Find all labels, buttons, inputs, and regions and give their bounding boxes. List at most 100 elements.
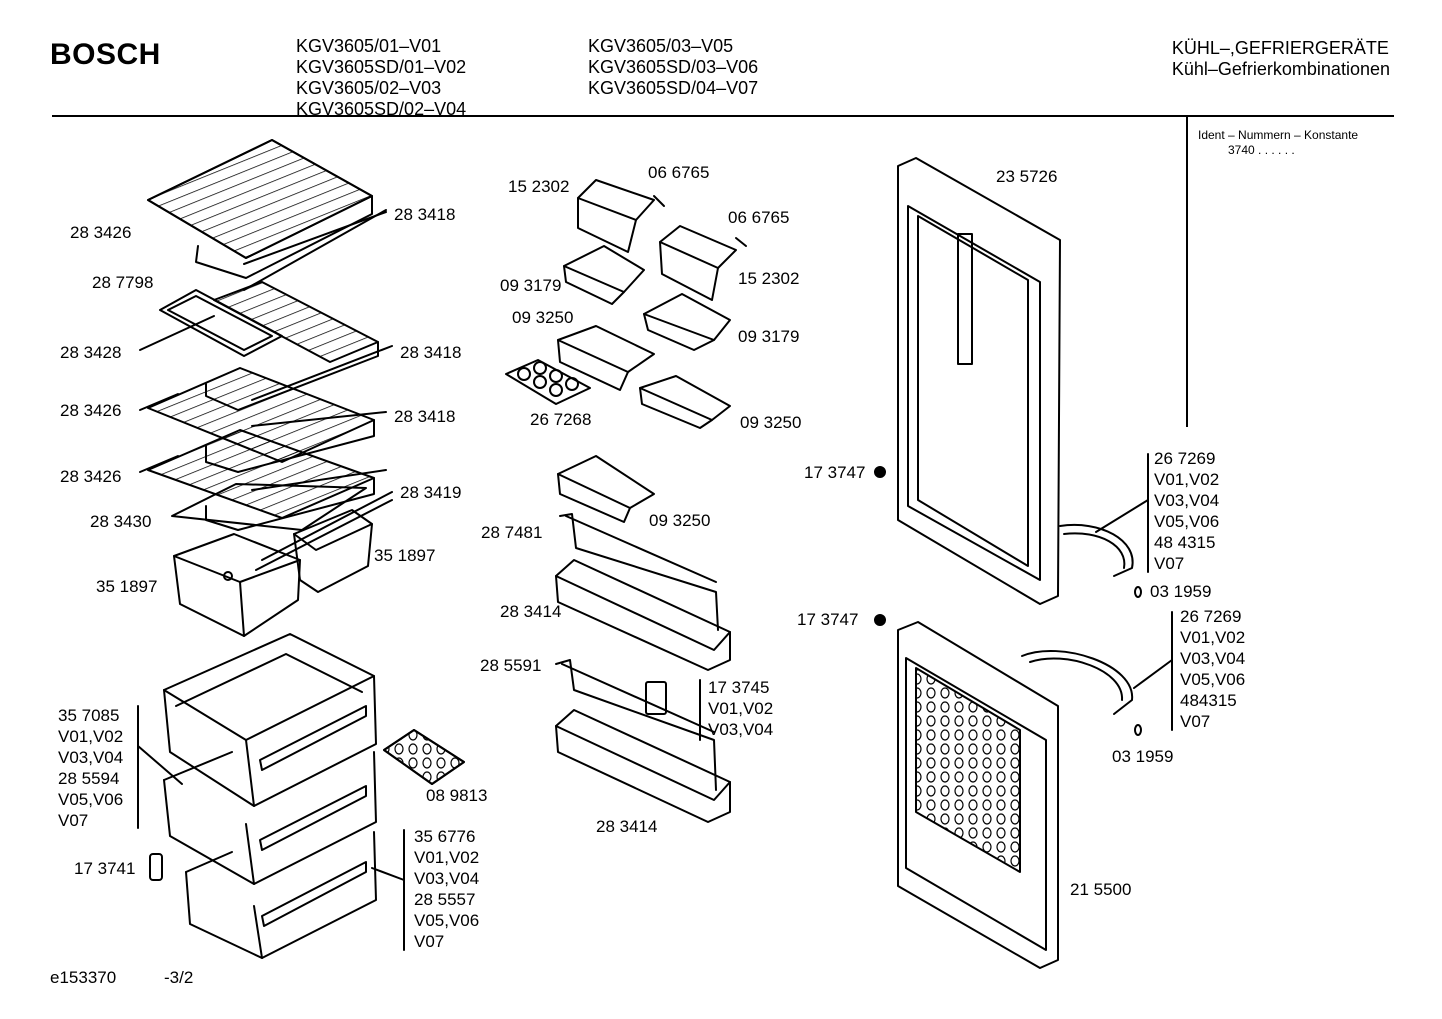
label-06-6765-b: 06 6765 [728,208,790,227]
group-line: V07 [58,811,89,830]
ident-block: Ident – Nummern – Konstante 3740 . . . .… [1198,128,1358,158]
group-line: V01,V02 [414,848,480,867]
group-line: V01,V02 [1154,470,1220,489]
label-03-1959-b: 03 1959 [1112,747,1174,766]
label-28-3418-c: 28 3418 [394,407,456,426]
group-line: V07 [1154,554,1185,573]
rail-28-7481 [559,513,719,631]
group-line: V03,V04 [414,869,480,888]
label-28-7798: 28 7798 [92,273,154,292]
label-17-3747-a: 17 3747 [804,463,866,482]
group-line: V01,V02 [58,727,124,746]
egg-tray-26-7268 [505,359,591,405]
label-28-3426-mid: 28 3426 [60,401,122,420]
model-entry: KGV3605/03–V05 [588,36,734,56]
label-28-3426-low: 28 3426 [60,467,122,486]
label-08-9813: 08 9813 [426,786,488,805]
handle-a-leader [1095,453,1149,573]
label-09-3250-b: 09 3250 [740,413,802,432]
ident-title: Ident – Nummern – Konstante [1198,128,1359,142]
glass-plate-28-3430 [171,483,367,531]
group-clip: 17 3745 V01,V02 V03,V04 [708,677,773,740]
handle-b [1021,649,1134,715]
model-entry: KGV3605SD/02–V04 [296,99,467,119]
label-09-3250-c: 09 3250 [649,511,711,530]
label-28-3430: 28 3430 [90,512,152,531]
screw-17-3747-b [874,614,886,626]
label-17-3741: 17 3741 [74,859,136,878]
category-subtitle: Kühl–Gefrierkombinationen [1171,59,1390,79]
group-line: V05,V06 [414,911,480,930]
handle-a [1059,523,1134,577]
label-28-3418-a: 28 3418 [394,205,456,224]
screw-17-3747-a [874,466,886,478]
label-35-1897-left: 35 1897 [96,577,158,596]
crisper-leader-lines [137,705,405,951]
label-09-3179-a: 09 3179 [500,276,562,295]
ring-03-1959-a [1134,586,1142,598]
group-line: 26 7269 [1154,449,1216,468]
group-line: V05,V06 [1180,670,1246,689]
door-bin-15-2302-a [577,179,655,253]
label-28-3418-b: 28 3418 [400,343,462,362]
label-09-3179-b: 09 3179 [738,327,800,346]
clip-17-3741 [149,853,163,881]
freezer-door [897,621,1059,969]
model-entry: KGV3605/01–V01 [296,36,442,56]
group-handle-b: 26 7269 V01,V02 V03,V04 V05,V06 484315 V… [1180,606,1245,732]
ice-tray [383,729,465,785]
small-drawer-left [173,533,301,637]
group-line: 28 5594 [58,769,120,788]
group-line: 484315 [1180,691,1237,710]
brand-logo: BOSCH [50,38,161,71]
handle-b-leader [1133,611,1173,731]
label-09-3250-a: 09 3250 [512,308,574,327]
bottle-shelf-09-3250-b [639,375,731,429]
shelf-trim-28-3419 [261,491,393,561]
category-heading: KÜHL–,GEFRIERGERÄTE Kühl–Gefrierkombinat… [1172,38,1390,80]
group-crisper-b: 35 6776 V01,V02 V03,V04 28 5557 V05,V06 … [414,826,479,952]
shelf-top [147,139,387,279]
group-line: 26 7269 [1180,607,1242,626]
group-line: 35 7085 [58,706,120,725]
ident-value: 3740 . . . . . . [1228,143,1295,157]
label-28-3426-top: 28 3426 [70,223,132,242]
group-crisper-a: 35 7085 V01,V02 V03,V04 28 5594 V05,V06 … [58,705,123,831]
rail-28-5591 [555,659,717,791]
model-entry: KGV3605SD/04–V07 [588,78,759,98]
header-divider [52,115,1394,117]
label-15-2302-b: 15 2302 [738,269,800,288]
label-28-5591: 28 5591 [480,656,542,675]
label-35-1897-right: 35 1897 [374,546,436,565]
label-28-3414-b: 28 3414 [596,817,658,836]
group-line: 35 6776 [414,827,476,846]
group-line: V03,V04 [708,720,774,739]
label-28-3419: 28 3419 [400,483,462,502]
group-handle-a: 26 7269 V01,V02 V03,V04 V05,V06 48 4315 … [1154,448,1219,574]
category-title: KÜHL–,GEFRIERGERÄTE [1171,38,1389,58]
ring-03-1959-b [1134,724,1142,736]
label-28-3428: 28 3428 [60,343,122,362]
label-28-3414-a: 28 3414 [500,602,562,621]
bottle-shelf-09-3250-a [557,325,655,391]
model-entry: KGV3605/02–V03 [296,78,442,98]
page-indicator: -3/2 [164,968,194,987]
group-line: V01,V02 [1180,628,1246,647]
crisper-drawer-3 [185,831,377,959]
door-shelf-28-3414-b [555,709,731,823]
group-line: V01,V02 [708,699,774,718]
label-15-2302-a: 15 2302 [508,177,570,196]
clip-17-3745 [645,681,667,715]
label-17-3747-b: 17 3747 [797,610,859,629]
model-list-right: KGV3605/03–V05 KGV3605SD/03–V06 KGV3605S… [588,36,758,99]
model-entry: KGV3605SD/01–V02 [296,57,467,77]
shelf-trim-a [243,209,387,291]
group-line: 48 4315 [1154,533,1216,552]
label-21-5500: 21 5500 [1070,880,1132,899]
crisper-drawer-2 [163,751,377,885]
crisper-drawer-1 [163,633,377,807]
screw-a [653,195,665,207]
model-entry: KGV3605SD/03–V06 [588,57,759,77]
group-line: V07 [1180,712,1211,731]
